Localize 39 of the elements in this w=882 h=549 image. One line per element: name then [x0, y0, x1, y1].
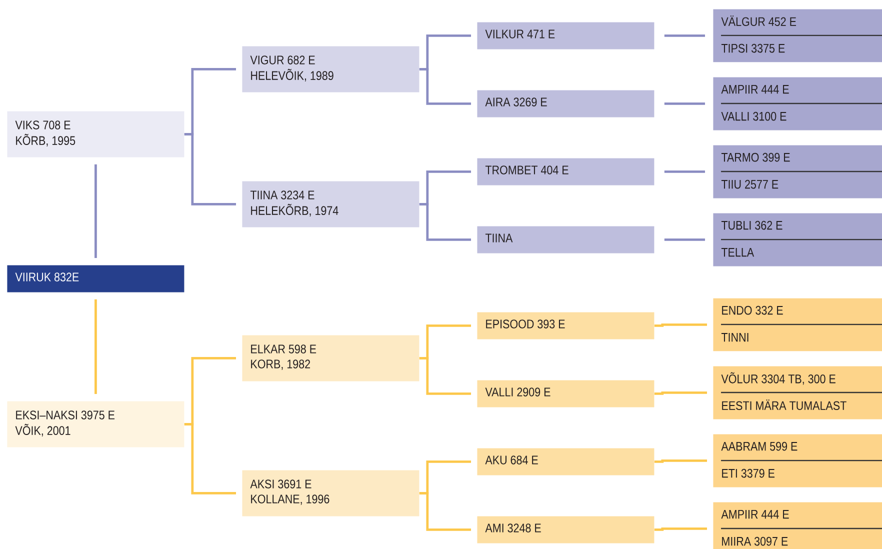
pedigree-box: AABRAM 599 E ETI 3379 E — [713, 434, 882, 488]
pedigree-box: VÕLUR 3304 TB, 300 E EESTI MÄRA TUMALAST — [713, 366, 882, 420]
pedigree-box: TROMBET 404 E — [477, 158, 654, 186]
connector-line — [654, 528, 707, 531]
pedigree-box: TIINA — [477, 226, 654, 254]
connector-line — [419, 203, 471, 241]
connector-line — [654, 392, 707, 395]
pedigree-box: EPISOOD 393 E — [477, 312, 654, 340]
connector-line — [664, 238, 705, 241]
connector-line — [654, 324, 707, 327]
connector-line — [94, 299, 97, 394]
pedigree-box: AMI 3248 E — [477, 516, 654, 544]
pedigree-box: AIRA 3269 E — [477, 90, 654, 118]
pedigree-box: EKSI–NAKSI 3975 E VÕIK, 2001 — [7, 401, 184, 448]
connector-line — [664, 170, 705, 173]
connector-line — [419, 492, 471, 531]
pedigree-box: ENDO 332 E TINNI — [713, 298, 882, 352]
connector-line — [654, 460, 707, 463]
pedigree-box: VIKS 708 E KÕRB, 1995 — [7, 111, 184, 158]
pedigree-box: VIGUR 682 E HELEVÕIK, 1989 — [242, 46, 420, 92]
pedigree-box: ELKAR 598 E KORB, 1982 — [242, 335, 420, 382]
pedigree-box: TARMO 399 E TIIU 2577 E — [713, 145, 882, 198]
connector-line — [664, 102, 705, 105]
pedigree-box: AMPIIR 444 E VALLI 3100 E — [713, 77, 882, 130]
connector-line — [664, 34, 705, 37]
pedigree-box: AMPIIR 444 E MIIRA 3097 E — [713, 502, 882, 549]
connector-line — [184, 423, 236, 494]
pedigree-box: TIINA 3234 E HELEKÕRB, 1974 — [242, 181, 420, 228]
pedigree-box: AKSI 3691 E KOLLANE, 1996 — [242, 470, 420, 516]
pedigree-box: AKU 684 E — [477, 448, 654, 476]
connector-line — [419, 357, 471, 395]
pedigree-box: VALLI 2909 E — [477, 380, 654, 408]
connector-line — [419, 68, 471, 105]
pedigree-box: VIIRUK 832E — [7, 265, 184, 292]
pedigree-box: VILKUR 471 E — [477, 22, 654, 50]
connector-line — [94, 164, 97, 258]
pedigree-box: VÄLGUR 452 E TIPSI 3375 E — [713, 9, 882, 62]
connector-line — [184, 133, 236, 206]
pedigree-box: TUBLI 362 E TELLA — [713, 213, 882, 266]
